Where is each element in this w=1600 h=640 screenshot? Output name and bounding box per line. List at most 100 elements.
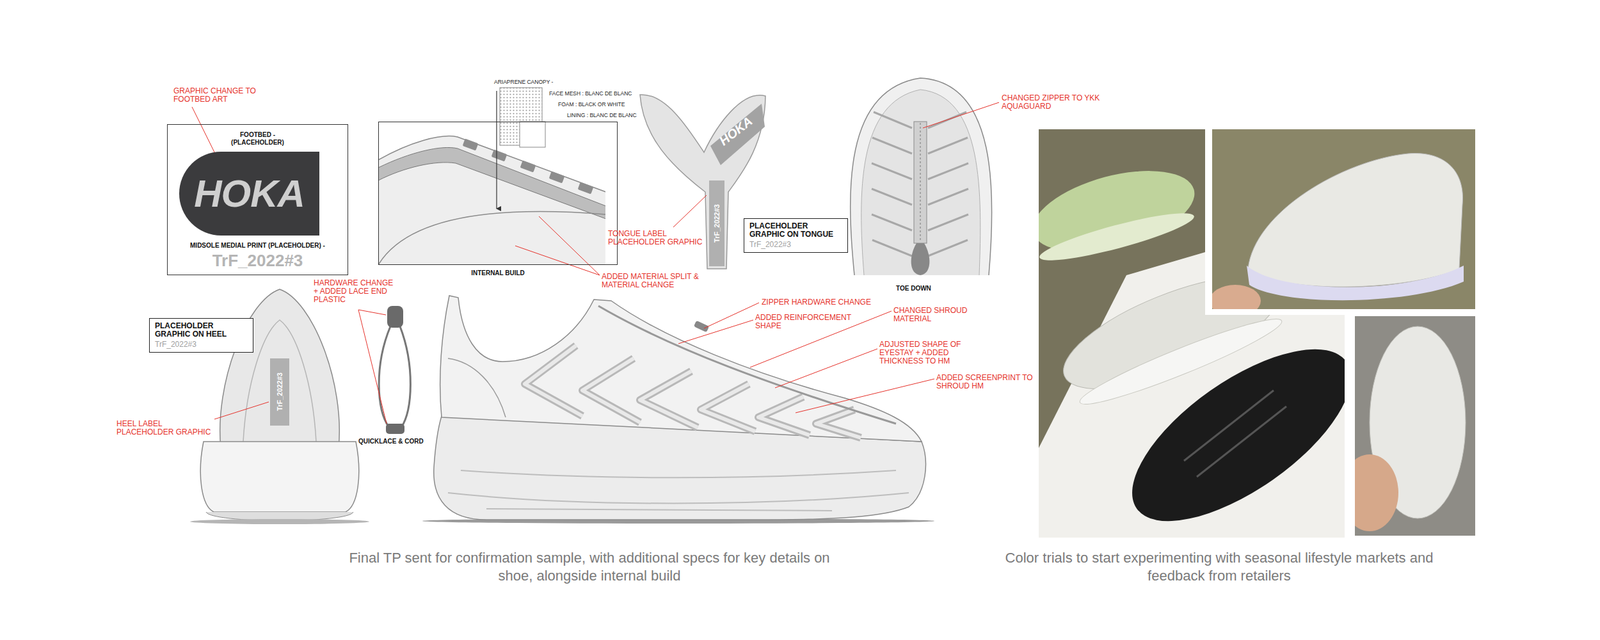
label-anchor: ARIAPRENE CANOPY - bbox=[494, 78, 553, 86]
label-anchor: GRAPHIC CHANGE TO FOOTBED ART bbox=[173, 87, 260, 104]
callout-label: TONGUE LABEL PLACEHOLDER GRAPHIC bbox=[608, 229, 704, 247]
label-anchor: FOAM : BLACK OR WHITE bbox=[558, 101, 625, 108]
leader-line bbox=[750, 311, 892, 368]
node-text: PLACEHOLDER GRAPHIC ON HEEL bbox=[154, 321, 248, 339]
hand bbox=[1212, 284, 1261, 310]
label-anchor: FACE MESH : BLANC DE BLANC bbox=[549, 90, 632, 97]
material-label: FOAM : BLACK OR WHITE bbox=[558, 101, 625, 108]
label-anchor: Color trials to start experimenting with… bbox=[998, 549, 1440, 585]
toe-chevrons bbox=[871, 112, 969, 256]
label-anchor: LINING : BLANC DE BLANC bbox=[567, 112, 637, 119]
caption: Color trials to start experimenting with… bbox=[998, 549, 1440, 585]
footbed-box: FOOTBED - (PLACEHOLDER)MIDSOLE MEDIAL PR… bbox=[167, 124, 349, 276]
chevron-outline bbox=[524, 345, 861, 438]
leader-lines bbox=[192, 102, 1000, 424]
eyelet-tab bbox=[462, 138, 479, 152]
heel-drawing bbox=[220, 289, 340, 448]
node-text: MIDSOLE MEDIAL PRINT (PLACEHOLDER) - bbox=[190, 241, 326, 250]
internal-line bbox=[378, 211, 606, 265]
upper-chevrons bbox=[524, 345, 861, 438]
node-text: TrF_2022#3 bbox=[749, 240, 843, 249]
upper-panel bbox=[378, 136, 606, 265]
logo-pill: HOKA bbox=[179, 151, 320, 236]
zipper-line bbox=[598, 305, 896, 424]
label-anchor: ADDED MATERIAL SPLIT & MATERIAL CHANGE bbox=[601, 272, 712, 290]
zipper-slider bbox=[693, 320, 710, 333]
layer-arrow bbox=[496, 90, 497, 209]
leader-line bbox=[775, 348, 878, 388]
eyelet-tab bbox=[520, 160, 537, 173]
heel-counter-line bbox=[243, 320, 317, 442]
label-anchor: HOKA bbox=[736, 131, 774, 146]
leader-line bbox=[678, 320, 754, 344]
label-anchor: Final TP sent for confirmation sample, w… bbox=[333, 549, 846, 585]
green-shoe-sole bbox=[1038, 204, 1197, 269]
heel-midsole bbox=[200, 441, 360, 512]
eyelet-tab bbox=[549, 171, 566, 184]
callout-label: ADDED REINFORCEMENT SHAPE bbox=[755, 313, 857, 331]
callout-label: HEEL LABEL PLACEHOLDER GRAPHIC bbox=[116, 419, 213, 437]
black-shoe bbox=[1105, 317, 1345, 538]
label-anchor: QUICKLACE & CORD bbox=[358, 437, 424, 445]
callout-label: ADDED SCREENPRINT TO SHROUD HM bbox=[936, 373, 1039, 391]
midsole-lines bbox=[448, 470, 909, 511]
label-graphic: TrF_2022#3 bbox=[712, 204, 721, 243]
leader-line bbox=[704, 302, 760, 329]
internal-build-box: INTERNAL BUILD bbox=[378, 121, 618, 265]
label-graphic: TrF_2022#3 bbox=[275, 372, 284, 411]
node-text: HOKA bbox=[193, 171, 305, 216]
label-anchor: TrF_2022#3 bbox=[716, 223, 756, 232]
heel-shadow bbox=[190, 519, 370, 525]
heel-panel-line bbox=[448, 358, 506, 418]
lavender-sole bbox=[1246, 265, 1464, 301]
material-label: ARIAPRENE CANOPY - bbox=[494, 78, 553, 86]
label-anchor: ADJUSTED SHAPE OF EYESTAY + ADDED THICKN… bbox=[879, 340, 966, 366]
material-label: LINING : BLANC DE BLANC bbox=[567, 112, 637, 119]
tongue-logo-band bbox=[710, 103, 765, 166]
label-anchor: ADDED SCREENPRINT TO SHROUD HM bbox=[936, 373, 1039, 391]
chevron-fill bbox=[524, 345, 861, 438]
lace-end bbox=[385, 423, 405, 434]
label-anchor: HARDWARE CHANGE + ADDED LACE END PLASTIC bbox=[313, 279, 400, 304]
placeholder-box: PLACEHOLDER GRAPHIC ON HEELTrF_2022#3 bbox=[149, 318, 254, 353]
label-anchor: CHANGED SHROUD MATERIAL bbox=[893, 306, 971, 324]
callout-label: CHANGED SHROUD MATERIAL bbox=[893, 306, 971, 324]
leader-line bbox=[358, 309, 387, 424]
eyestay-band bbox=[378, 147, 606, 219]
toe-down-inner bbox=[861, 89, 981, 276]
lace-toggle bbox=[387, 305, 404, 328]
callout-label: GRAPHIC CHANGE TO FOOTBED ART bbox=[173, 87, 260, 104]
material-label: FACE MESH : BLANC DE BLANC bbox=[549, 90, 632, 97]
eyelet-tab bbox=[577, 182, 594, 195]
logo-text: HOKA bbox=[716, 113, 756, 149]
zipper-pull bbox=[911, 243, 930, 276]
view-label: TOE DOWN bbox=[896, 284, 932, 292]
zipper-teeth bbox=[920, 122, 921, 242]
callout-label: CHANGED ZIPPER TO YKK AQUAGUARD bbox=[1001, 94, 1108, 111]
eyelet-tab bbox=[491, 149, 508, 162]
toe-down-drawing bbox=[850, 78, 992, 276]
photo-b bbox=[1212, 129, 1476, 310]
white-shoe bbox=[1248, 153, 1464, 288]
internal-build-art bbox=[378, 136, 606, 265]
label-anchor: TONGUE LABEL PLACEHOLDER GRAPHIC bbox=[608, 229, 704, 247]
leader-line bbox=[795, 378, 935, 413]
node-text: INTERNAL BUILD bbox=[378, 269, 617, 277]
callout-label: HARDWARE CHANGE + ADDED LACE END PLASTIC bbox=[313, 279, 400, 304]
placeholder-box: PLACEHOLDER GRAPHIC ON TONGUETrF_2022#3 bbox=[743, 218, 848, 253]
zipper-tape bbox=[913, 121, 927, 244]
leader-line bbox=[214, 401, 269, 420]
view-label: QUICKLACE & CORD bbox=[358, 437, 424, 445]
label-anchor: CHANGED ZIPPER TO YKK AQUAGUARD bbox=[1001, 94, 1108, 111]
black-shoe-detail bbox=[1184, 390, 1287, 477]
node-text: PLACEHOLDER GRAPHIC ON TONGUE bbox=[749, 222, 843, 239]
label-anchor: TrF_2022#3 bbox=[279, 391, 319, 400]
photo-ground bbox=[1212, 129, 1476, 310]
heel-label-strip bbox=[270, 358, 290, 426]
callout-label: ZIPPER HARDWARE CHANGE bbox=[761, 298, 872, 307]
node-text: TrF_2022#3 bbox=[154, 339, 248, 349]
leader-line bbox=[673, 195, 707, 228]
leader-line bbox=[515, 216, 600, 276]
photo-d bbox=[1354, 316, 1476, 536]
